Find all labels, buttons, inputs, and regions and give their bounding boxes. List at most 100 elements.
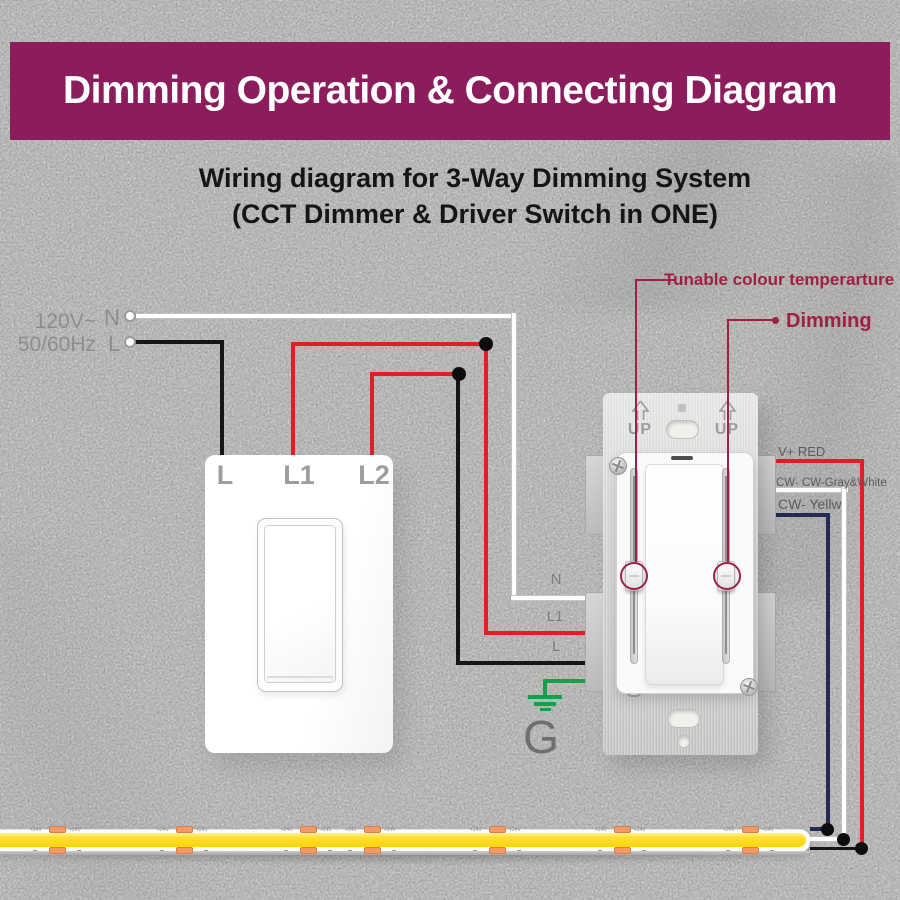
switch-terminal-l: L xyxy=(216,460,234,490)
solder-pad xyxy=(49,826,66,833)
vplus-wire-segment xyxy=(770,459,864,463)
up-arrow-icon xyxy=(718,400,737,420)
pad-voltage-label: +24V xyxy=(345,827,357,833)
cwgray-wire-segment xyxy=(770,487,848,493)
traveler2-wire-segment xyxy=(370,372,461,376)
callout-line-dimming xyxy=(727,319,729,562)
solder-pad xyxy=(176,847,193,854)
led-strip-cob-band xyxy=(0,833,806,847)
solder-pad xyxy=(742,826,759,833)
output-vplus-label: V+ RED xyxy=(778,444,826,459)
ground-wire-segment xyxy=(543,679,594,683)
pad-voltage-label: +24V xyxy=(509,827,521,833)
callout-dimming-label: Dimming xyxy=(786,310,872,332)
cwgray-wire-segment xyxy=(841,487,847,839)
ground-icon xyxy=(534,702,556,706)
pad-voltage-label: +24V xyxy=(157,827,169,833)
traveler1-wire-segment xyxy=(484,342,488,633)
neutral-label: N xyxy=(104,305,120,330)
solder-pad xyxy=(300,847,317,854)
traveler1-wire-segment xyxy=(291,342,488,346)
switch-rocker-seam xyxy=(267,676,333,678)
neutral-wire-segment xyxy=(511,595,594,601)
output-cwyellow-label: CW- Yellw xyxy=(778,496,842,512)
cwyellow-wire-segment xyxy=(770,513,830,517)
junction-dot xyxy=(479,337,493,351)
callout-line-cct xyxy=(635,279,676,281)
pad-mark xyxy=(517,850,521,851)
dimmer-neutral-label: N xyxy=(550,571,562,588)
pad-voltage-label: +24V xyxy=(634,827,646,833)
plate-emboss-mark xyxy=(678,404,686,412)
solder-pad xyxy=(176,826,193,833)
pad-mark xyxy=(598,850,602,851)
solder-pad xyxy=(742,847,759,854)
callout-line-dimming xyxy=(727,319,774,321)
pad-mark xyxy=(642,850,646,851)
load-wire-segment xyxy=(456,374,460,664)
ground-icon xyxy=(543,679,547,696)
solder-pad xyxy=(489,826,506,833)
pad-voltage-label: +24V xyxy=(196,827,208,833)
pad-voltage-label: +24V xyxy=(762,827,774,833)
neutral-wire-segment xyxy=(136,313,517,319)
wire-connector-dot xyxy=(855,842,868,855)
solder-pad xyxy=(49,847,66,854)
pad-mark xyxy=(348,850,352,851)
pad-voltage-label: +24V xyxy=(595,827,607,833)
solder-pad xyxy=(300,826,317,833)
traveler1-wire-segment xyxy=(484,631,594,635)
dimmer-paddle xyxy=(645,464,724,685)
solder-pad xyxy=(614,847,631,854)
solder-pad xyxy=(614,826,631,833)
pad-voltage-label: +24V xyxy=(281,827,293,833)
neutral-terminal-icon xyxy=(124,310,136,322)
callout-cct-label: Tunable colour temperarture xyxy=(664,270,895,289)
callout-circle-dimming xyxy=(713,562,741,590)
wire-connector-dot xyxy=(821,823,834,836)
title-banner: Dimming Operation & Connecting Diagram xyxy=(10,42,890,140)
pad-mark xyxy=(77,850,81,851)
pad-mark xyxy=(726,850,730,851)
wire-connector-dot xyxy=(837,833,850,846)
line-wire-segment xyxy=(220,340,224,456)
supply-voltage-label: 120V~ xyxy=(34,310,96,333)
up-label-right: UP xyxy=(710,421,744,439)
load-wire-segment xyxy=(456,661,594,665)
callout-bullet-icon xyxy=(772,317,779,324)
switch-rocker-paddle xyxy=(264,525,336,683)
page-title: Dimming Operation & Connecting Diagram xyxy=(62,69,838,112)
solder-pad xyxy=(364,847,381,854)
dimmer-mounting-tab xyxy=(755,455,776,535)
line-wire-segment xyxy=(135,340,224,344)
dimmer-l1-label: L1 xyxy=(546,608,564,625)
wall-switch-plate: L L1 L2 xyxy=(205,455,393,753)
pad-voltage-label: +24V xyxy=(30,827,42,833)
output-cwgray-label: CW- CW-Gray&White xyxy=(776,477,887,489)
vplus-wire-segment xyxy=(810,847,857,850)
solder-pad xyxy=(364,826,381,833)
pad-mark xyxy=(392,850,396,851)
pad-voltage-label: +24V xyxy=(470,827,482,833)
vplus-wire-segment xyxy=(860,459,864,849)
up-label-left: UP xyxy=(627,421,653,438)
pad-voltage-label: +24V xyxy=(320,827,332,833)
dimmer-indicator-slot xyxy=(671,456,693,460)
callout-line-cct xyxy=(635,279,637,562)
supply-frequency-label: 50/60Hz xyxy=(17,333,96,356)
strip-shadow xyxy=(0,854,820,866)
subtitle-line2: (CCT Dimmer & Driver Switch in ONE) xyxy=(231,199,719,229)
solder-pad xyxy=(489,847,506,854)
cwyellow-wire-segment xyxy=(810,827,827,831)
switch-terminal-l2: L2 xyxy=(358,460,390,490)
traveler1-wire-segment xyxy=(291,342,295,456)
pad-voltage-label: +24V xyxy=(384,827,396,833)
line-label: L xyxy=(108,331,121,356)
cwyellow-wire-segment xyxy=(826,513,830,830)
plate-oval-hole xyxy=(667,709,700,728)
pad-mark xyxy=(204,850,208,851)
pad-mark xyxy=(33,850,37,851)
plate-round-hole xyxy=(677,735,690,748)
pad-mark xyxy=(284,850,288,851)
